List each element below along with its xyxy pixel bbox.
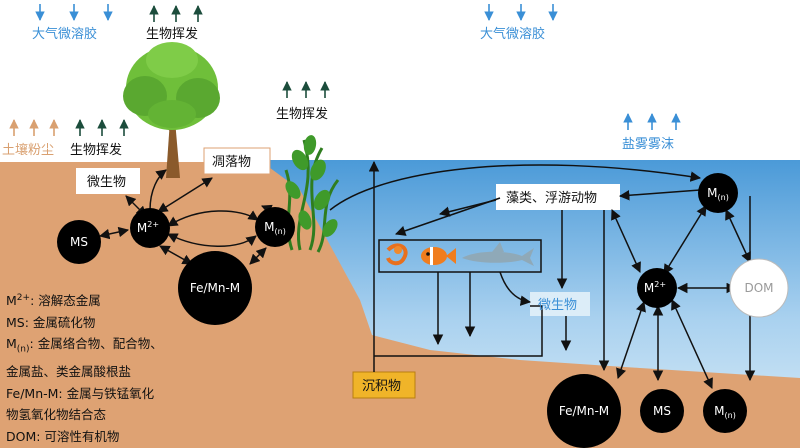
m2-node-land: [130, 208, 170, 248]
femn-label-bottom: Fe/Mn-M: [559, 404, 609, 418]
volatilization-arrows-seaweed: [282, 81, 330, 98]
mn-node-sea: [698, 173, 738, 213]
legend-item-m2: M2+: 溶解态金属: [6, 293, 101, 309]
microbes-label-sea: 微生物: [538, 298, 577, 313]
m2-node-sea: [637, 268, 677, 308]
legend-item-femn: Fe/Mn-M: 金属与铁锰氧化: [6, 385, 155, 401]
tree-icon: [123, 42, 220, 178]
soil-dust-arrows: [9, 119, 59, 136]
ms-label-bottom: MS: [653, 404, 671, 418]
m2-label-land: M2+: [137, 220, 159, 235]
volatilization-label-soil: 生物挥发: [70, 142, 122, 158]
mn-label-bottom: M(n): [714, 404, 736, 420]
algae-label: 藻类、浮游动物: [506, 191, 597, 206]
sediment-box: [352, 371, 416, 399]
volatilization-arrows-soil: [75, 119, 129, 136]
legend: M2+: 溶解态金属 MS: 金属硫化物 M(n): 金属络合物、配合物、 金属…: [6, 288, 256, 447]
femn-node-land: [178, 251, 252, 325]
legend-item-femn-cont: 物氢氧化物结合态: [6, 407, 107, 423]
seaweed-icon: [284, 135, 340, 253]
organisms-box: [378, 239, 542, 273]
m2-label-sea: M2+: [644, 280, 666, 295]
volatilization-label-seaweed: 生物挥发: [276, 106, 328, 122]
microbes-box-land: [76, 168, 140, 194]
litter-label: 凋落物: [212, 155, 251, 170]
mn-label-land: M(n): [264, 220, 286, 236]
aerosol-label-right: 大气微溶胶: [480, 26, 545, 42]
dom-node: [729, 258, 789, 318]
ms-node-bottom: [640, 389, 684, 433]
mn-node-bottom: [703, 389, 747, 433]
ms-label-land: MS: [70, 235, 88, 249]
mn-node-land: [255, 207, 295, 247]
femn-label-land: Fe/Mn-M: [190, 281, 240, 295]
aerosol-arrows-right: [484, 4, 558, 21]
volatilization-label-tree: 生物挥发: [146, 26, 198, 42]
mn-label-sea: M(n): [707, 186, 729, 202]
volatilization-arrows-tree: [149, 5, 203, 22]
shrimp-icon: [386, 243, 408, 266]
aerosol-arrows-left: [35, 4, 113, 21]
ms-node-land: [57, 220, 101, 264]
fish-icon: [421, 247, 456, 265]
sediment-label: 沉积物: [362, 379, 401, 394]
sea-spray-arrows: [623, 113, 681, 130]
legend-item-mn-cont: 金属盐、类金属酸根盐: [6, 364, 132, 380]
legend-item-dom: DOM: 可溶性有机物: [6, 428, 120, 444]
microbes-label-land: 微生物: [87, 175, 126, 190]
legend-item-mn: M(n): 金属络合物、配合物、: [6, 336, 163, 355]
femn-node-bottom: [547, 374, 621, 448]
algae-box: [496, 184, 620, 210]
soil-dust-label: 土壤粉尘: [2, 142, 54, 158]
aerosol-label-left: 大气微溶胶: [32, 26, 97, 42]
legend-item-ms: MS: 金属硫化物: [6, 314, 96, 330]
land-soil: [0, 162, 800, 448]
microbes-box-sea: [530, 292, 590, 316]
sea-spray-label: 盐雾雾沫: [622, 137, 674, 152]
shark-icon: [462, 242, 534, 266]
litter-box: [203, 147, 271, 175]
dom-label: DOM: [744, 281, 773, 295]
